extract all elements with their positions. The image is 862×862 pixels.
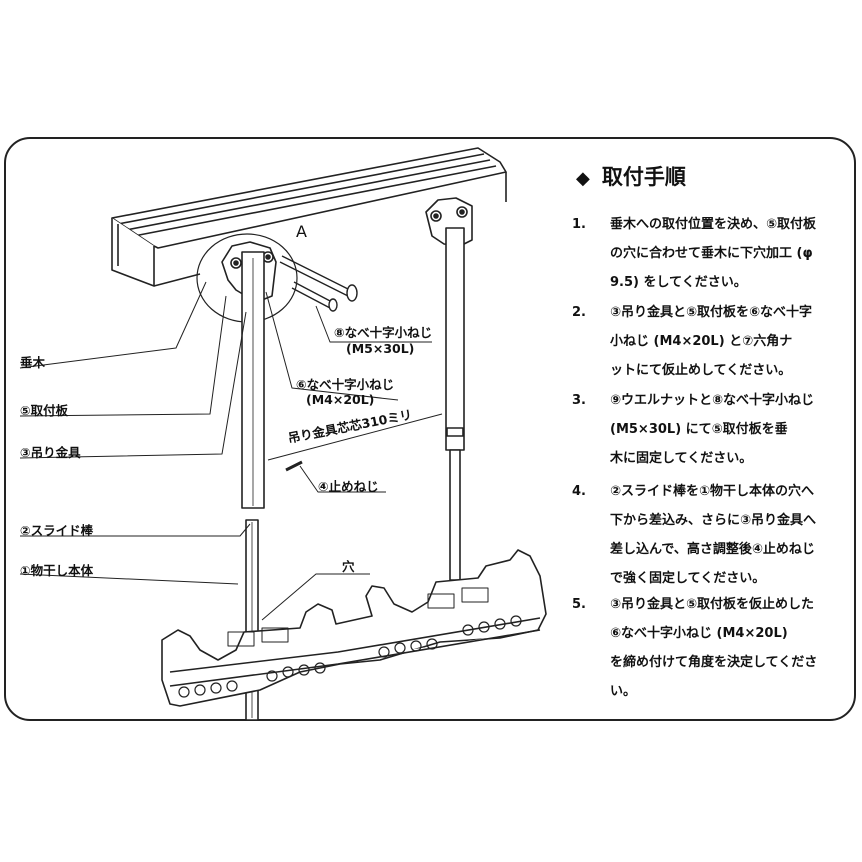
step-line: い。 — [610, 684, 637, 699]
screw-m5 — [279, 255, 358, 312]
step-number: 1. — [572, 217, 586, 232]
step-line: の穴に合わせて垂木に下穴加工 (φ — [610, 246, 813, 261]
right-hanger — [445, 227, 465, 451]
step-line: ②スライド棒を①物干し本体の穴へ — [610, 484, 815, 499]
screw-m4-label: ⑥なべ十字小ねじ — [296, 377, 395, 392]
step-line: を締め付けて角度を決定してくださ — [610, 655, 818, 670]
screw-m4-size: (M4×20L) — [306, 392, 375, 407]
instructions-title-text: 取付手順 — [601, 165, 686, 189]
step-number: 3. — [572, 393, 586, 408]
drying-rack-body — [161, 549, 547, 707]
detail-marker-label: A — [296, 222, 307, 241]
mount-plate-label: ⑤取付板 — [20, 403, 69, 418]
step-line: 下から差込み、さらに③吊り金具へ — [610, 513, 817, 528]
step-line: ⑥なべ十字小ねじ (M4×20L) — [610, 626, 788, 641]
slide-rod-label: ②スライド棒 — [20, 523, 94, 538]
step-line: 9.5) をしてください。 — [610, 275, 747, 290]
step-line: ③吊り金具と⑤取付板を仮止めした — [610, 597, 815, 612]
stop-screw-label: ④止めねじ — [318, 479, 379, 494]
step-line: ットにて仮止めしてください。 — [610, 363, 792, 378]
right-slide-rod — [449, 449, 461, 581]
step-line: で強く固定してください。 — [610, 571, 766, 586]
rafter-label: 垂木 — [20, 355, 46, 370]
step-line: 差し込んで、高さ調整後④止めねじ — [610, 542, 815, 557]
diamond-bullet-icon: ◆ — [576, 168, 590, 189]
diagram-frame — [4, 137, 856, 721]
rack-body-label: ①物干し本体 — [20, 563, 94, 578]
step-line: 小ねじ (M4×20L) と⑦六角ナ — [610, 334, 793, 349]
step-number: 5. — [572, 597, 586, 612]
instructions-title: ◆ 取付手順 — [576, 161, 686, 191]
step-line: ③吊り金具と⑤取付板を⑥なべ十字 — [610, 305, 813, 320]
rack-holes — [178, 615, 522, 698]
stop-screw — [285, 460, 303, 472]
rack-vents — [227, 587, 489, 647]
step-line: (M5×30L) にて⑤取付板を垂 — [610, 422, 788, 437]
hole-label: 穴 — [342, 559, 355, 574]
step-line: ⑨ウエルナットと⑧なべ十字小ねじ — [610, 393, 815, 408]
hanger-label: ③吊り金具 — [20, 445, 81, 460]
screw-m5-label: ⑧なべ十字小ねじ — [334, 325, 433, 340]
rafter-beam — [111, 147, 507, 287]
leader-lines — [19, 281, 443, 621]
step-number: 4. — [572, 484, 586, 499]
step-number: 2. — [572, 305, 586, 320]
step-line: 木に固定してください。 — [610, 451, 753, 466]
step-line: 垂木への取付位置を決め、⑤取付板 — [610, 217, 817, 232]
screw-m5-size: (M5×30L) — [346, 341, 415, 356]
